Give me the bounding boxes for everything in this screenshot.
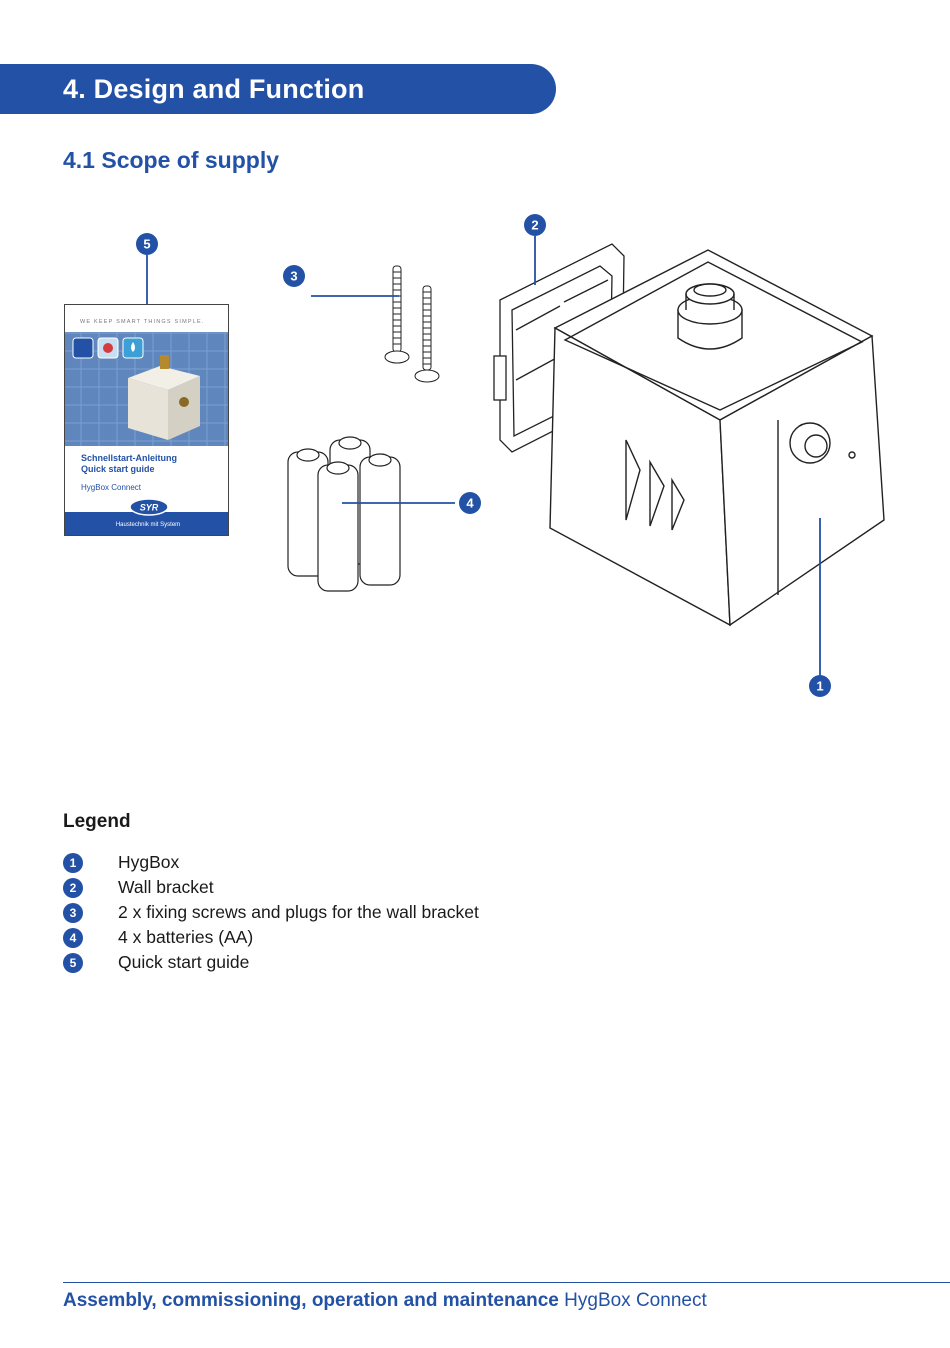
page-footer: Assembly, commissioning, operation and m… (63, 1290, 707, 1312)
legend-item: 3 2 x fixing screws and plugs for the wa… (63, 900, 479, 925)
legend-list: 1 HygBox 2 Wall bracket 3 2 x fixing scr… (63, 850, 479, 975)
quick-start-guide-illustration: WE KEEP SMART THINGS SIMPLE. Schnellstar… (64, 304, 229, 536)
legend-number-badge: 5 (63, 952, 83, 973)
legend-heading: Legend (63, 811, 131, 832)
callout-5: 5 (136, 233, 158, 255)
svg-text:2: 2 (531, 218, 538, 233)
legend-number-badge: 3 (63, 902, 83, 923)
callout-leader-lines (146, 236, 821, 675)
guide-brand-logo (129, 498, 169, 516)
footer-divider (63, 1282, 950, 1283)
legend-number-badge: 2 (63, 877, 83, 898)
legend-text: 4 x batteries (AA) (118, 927, 254, 947)
svg-text:1: 1 (816, 679, 823, 694)
svg-text:4: 4 (466, 496, 474, 511)
svg-text:5: 5 (143, 237, 150, 252)
hygbox-device-illustration (549, 249, 885, 627)
guide-product-name: HygBox Connect (81, 483, 142, 492)
guide-device-photo (128, 355, 200, 440)
svg-text:SYR: SYR (140, 503, 159, 513)
guide-tagline: WE KEEP SMART THINGS SIMPLE. (80, 319, 205, 325)
screws-illustration (384, 265, 440, 383)
callout-1: 1 (809, 675, 831, 697)
footer-document-title: Assembly, commissioning, operation and m… (63, 1290, 559, 1311)
callout-3: 3 (283, 265, 305, 287)
footer-product-name: HygBox Connect (558, 1290, 707, 1311)
legend-item: 1 HygBox (63, 850, 479, 875)
section-title: 4.1 Scope of supply (63, 147, 279, 173)
legend-text: Quick start guide (118, 952, 250, 972)
batteries-illustration (287, 436, 401, 592)
legend-item: 5 Quick start guide (63, 950, 479, 975)
legend-number-badge: 4 (63, 927, 83, 948)
chapter-title: 4. Design and Function (63, 74, 365, 104)
legend-text: 2 x fixing screws and plugs for the wall… (118, 902, 479, 922)
callout-2: 2 (524, 214, 546, 236)
guide-app-icon (72, 337, 94, 359)
callout-4: 4 (459, 492, 481, 514)
legend-item: 4 4 x batteries (AA) (63, 925, 479, 950)
guide-title-en: Quick start guide (81, 464, 155, 474)
legend-item: 2 Wall bracket (63, 875, 479, 900)
guide-title-de: Schnellstart-Anleitung (81, 453, 177, 463)
chapter-header-bar (0, 64, 556, 114)
guide-slogan: Haustechnik mit System (116, 522, 180, 528)
scope-of-supply-figure: WE KEEP SMART THINGS SIMPLE. Schnellstar… (64, 214, 885, 697)
legend-text: Wall bracket (118, 877, 214, 897)
svg-text:3: 3 (290, 269, 297, 284)
legend-number-badge: 1 (63, 852, 83, 873)
legend-text: HygBox (118, 852, 180, 872)
